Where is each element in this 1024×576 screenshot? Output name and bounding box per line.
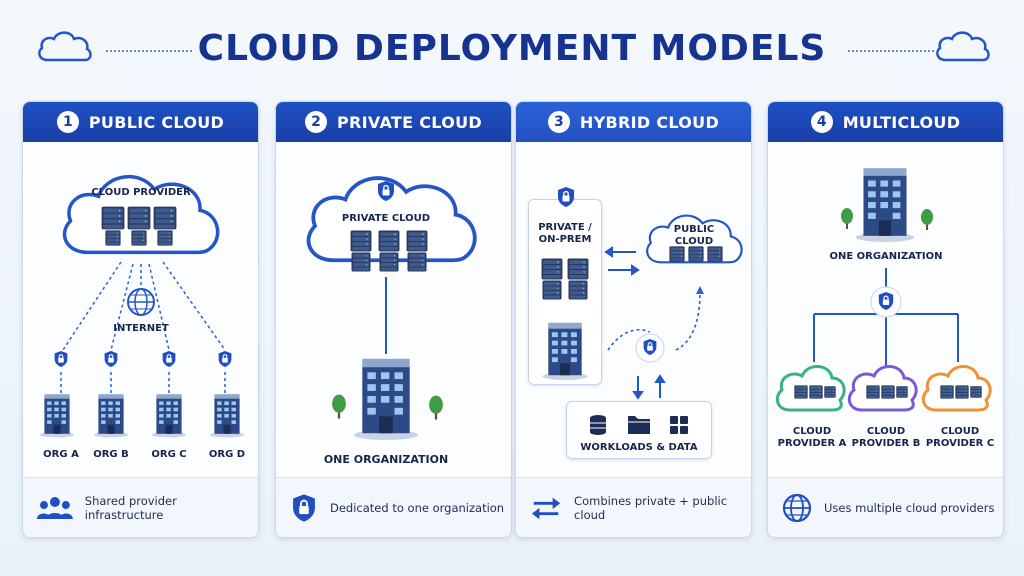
panel-footer: Uses multiple cloud providers — [768, 477, 1003, 537]
cloud-provider-a-icon — [775, 365, 846, 412]
panel-diagram: ONE ORGANIZATION CLOUD PROVIDER A CLOUD … — [768, 142, 1003, 479]
hybrid-cloud-diagram — [541, 186, 744, 435]
internet-label: INTERNET — [113, 323, 169, 334]
building-icon — [39, 394, 75, 438]
server-cluster-icon — [101, 206, 177, 246]
apps-grid-icon — [670, 416, 688, 434]
private-cloud-diagram — [276, 142, 512, 440]
panel-header: 1 PUBLIC CLOUD — [23, 102, 258, 142]
lock-icon — [54, 350, 68, 368]
title-row: CLOUD DEPLOYMENT MODELS — [0, 22, 1024, 78]
cloud-provider-b-icon — [847, 365, 918, 412]
footer-text: Combines private + public cloud — [574, 493, 728, 522]
connection-line — [675, 291, 701, 351]
footer-text: Dedicated to one organization — [330, 500, 505, 515]
panel-diagram: PRIVATE CLOUD ONE ORGANIZATION — [276, 142, 511, 479]
panel-footer: Combines private + public cloud — [516, 477, 751, 537]
on-prem-label-1: PRIVATE / — [538, 222, 592, 233]
lock-icon — [104, 350, 118, 368]
footer-text: Shared provider infrastructure — [84, 493, 177, 522]
panel-title: PRIVATE CLOUD — [337, 112, 482, 132]
org-label: ORG C — [151, 449, 187, 460]
organization-label: ONE ORGANIZATION — [829, 251, 943, 262]
provider-label: CLOUD — [866, 426, 906, 437]
tree-icon — [332, 394, 346, 419]
private-cloud-label: PRIVATE CLOUD — [341, 213, 431, 224]
server-cluster-icon — [541, 258, 589, 300]
provider-label: CLOUD — [792, 426, 832, 437]
on-prem-label-2: ON-PREM — [538, 234, 592, 245]
organization-label: ONE ORGANIZATION — [323, 453, 449, 466]
sync-arrows — [632, 374, 666, 400]
step-number-badge: 2 — [305, 111, 327, 133]
cloud-icon — [936, 31, 990, 62]
panel-multicloud: 4 MULTICLOUD — [767, 101, 1004, 538]
panel-footer: Shared provider infrastructure — [23, 477, 258, 537]
users-icon — [37, 496, 73, 519]
step-number-badge: 1 — [56, 111, 79, 133]
provider-label: PROVIDER C — [925, 438, 995, 449]
connection-lines — [813, 268, 959, 372]
panel-private-cloud: 2 PRIVATE CLOUD PRIVATE CLOUD ONE ORGANI… — [275, 101, 512, 538]
lock-icon — [557, 186, 575, 208]
cloud-provider-label: CLOUD PROVIDER — [91, 187, 191, 198]
panel-title: PUBLIC CLOUD — [88, 112, 225, 132]
panel-header: 4 MULTICLOUD — [768, 102, 1003, 142]
panel-title: HYBRID CLOUD — [579, 112, 720, 132]
title-divider-right — [848, 50, 934, 52]
provider-label: CLOUD — [940, 426, 980, 437]
tree-icon — [841, 208, 853, 229]
public-cloud-label-1: PUBLIC — [673, 224, 715, 235]
org-label: ORG B — [93, 449, 129, 460]
provider-label: PROVIDER B — [851, 438, 921, 449]
building-icon — [855, 168, 915, 242]
tree-icon — [429, 395, 443, 420]
workloads-label: WORKLOADS & DATA — [580, 442, 698, 453]
building-icon — [151, 394, 187, 438]
multicloud-diagram — [775, 168, 992, 412]
provider-label: PROVIDER A — [777, 438, 847, 449]
panel-hybrid-cloud: 3 HYBRID CLOUD — [515, 101, 752, 538]
building-icon — [93, 394, 129, 438]
step-number-badge: 4 — [810, 111, 833, 133]
tree-icon — [921, 209, 933, 230]
shield-lock-icon — [292, 492, 316, 523]
connection-lines — [60, 261, 226, 396]
panel-diagram: PRIVATE / ON-PREM PUBLIC CLOUD WORKLOADS… — [516, 142, 751, 479]
title-divider-left — [106, 50, 192, 52]
globe-icon — [782, 493, 812, 522]
building-icon — [353, 358, 419, 440]
panel-footer: Dedicated to one organization — [276, 477, 511, 537]
cloud-icon — [38, 31, 92, 62]
cloud-provider-c-icon — [921, 365, 992, 412]
panel-title: MULTICLOUD — [842, 112, 961, 132]
panel-header: 3 HYBRID CLOUD — [516, 102, 751, 142]
page-title: CLOUD DEPLOYMENT MODELS — [197, 28, 827, 69]
server-cluster-icon — [669, 246, 723, 262]
footer-text: Uses multiple cloud providers — [824, 500, 995, 515]
lock-icon — [218, 350, 232, 368]
panel-diagram: CLOUD PROVIDER INTERNET ORG A ORG B ORG … — [23, 142, 258, 479]
swap-arrows-icon — [531, 497, 561, 519]
org-label: ORG A — [43, 449, 79, 460]
globe-icon — [127, 288, 155, 316]
server-cluster-icon — [350, 230, 428, 272]
building-icon — [209, 394, 245, 438]
panel-public-cloud: 1 PUBLIC CLOUD — [22, 101, 259, 538]
step-number-badge: 3 — [547, 111, 570, 133]
public-cloud-diagram — [39, 174, 245, 438]
org-label: ORG D — [208, 449, 246, 460]
sync-arrows — [604, 246, 640, 276]
panel-header: 2 PRIVATE CLOUD — [276, 102, 511, 142]
public-cloud-label-2: CLOUD — [674, 236, 714, 247]
folder-icon — [628, 416, 650, 434]
database-icon — [590, 415, 606, 435]
building-icon — [542, 322, 588, 380]
lock-icon — [162, 350, 176, 368]
